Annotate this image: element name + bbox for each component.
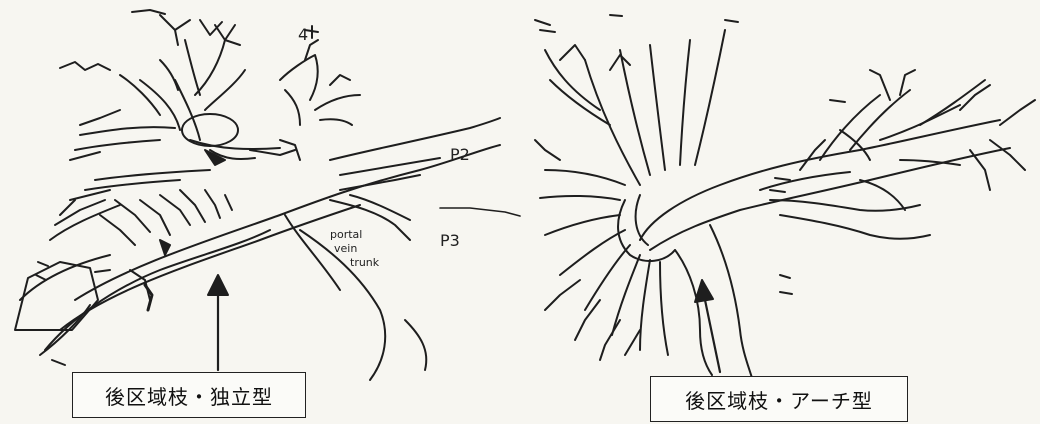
annotation-p2: P2 xyxy=(450,145,470,164)
annotation-four: 4 xyxy=(298,25,308,44)
left-vessel-tree xyxy=(15,10,500,380)
annotation-p3: P3 xyxy=(440,231,460,250)
posterior-branch-arch-label: 後区域枝・アーチ型 xyxy=(650,376,908,422)
annotation-portal-line-1: portal xyxy=(330,228,362,241)
right-vessel-tree xyxy=(535,15,1035,378)
connector-stroke xyxy=(440,208,520,216)
label-left-text: 後区域枝・独立型 xyxy=(105,381,273,410)
posterior-branch-independent-label: 後区域枝・独立型 xyxy=(72,372,306,418)
annotation-portal-line-2: vein xyxy=(334,242,357,255)
annotation-portal-line-3: trunk xyxy=(350,256,380,269)
label-right-text: 後区域枝・アーチ型 xyxy=(685,385,873,414)
